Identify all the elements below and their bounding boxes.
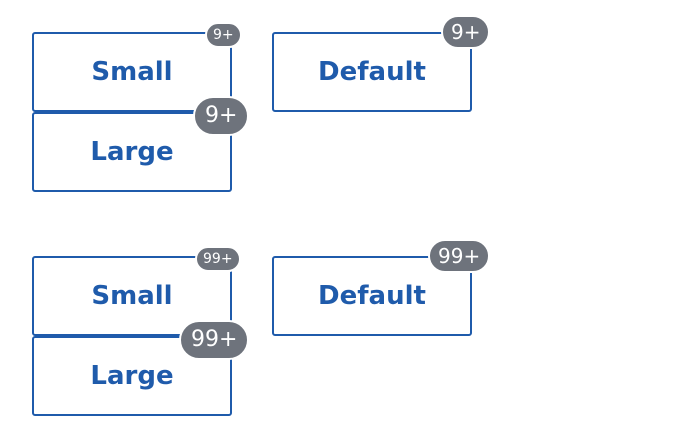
large-count-badge: 9+ bbox=[193, 96, 250, 136]
small-button[interactable]: Small bbox=[32, 32, 232, 112]
button-label: Small bbox=[91, 281, 173, 311]
default-count-badge: 9+ bbox=[441, 15, 491, 49]
large-count-badge: 99+ bbox=[179, 320, 250, 360]
small-count-badge: 9+ bbox=[205, 22, 242, 48]
button-label: Small bbox=[91, 57, 173, 87]
small-count-badge: 99+ bbox=[195, 246, 241, 272]
large-button[interactable]: Large bbox=[32, 112, 232, 192]
button-label: Default bbox=[318, 281, 426, 311]
button-label: Large bbox=[90, 137, 174, 167]
default-button[interactable]: Default bbox=[272, 32, 472, 112]
button-label: Large bbox=[90, 361, 174, 391]
button-label: Default bbox=[318, 57, 426, 87]
default-count-badge: 99+ bbox=[428, 239, 491, 273]
